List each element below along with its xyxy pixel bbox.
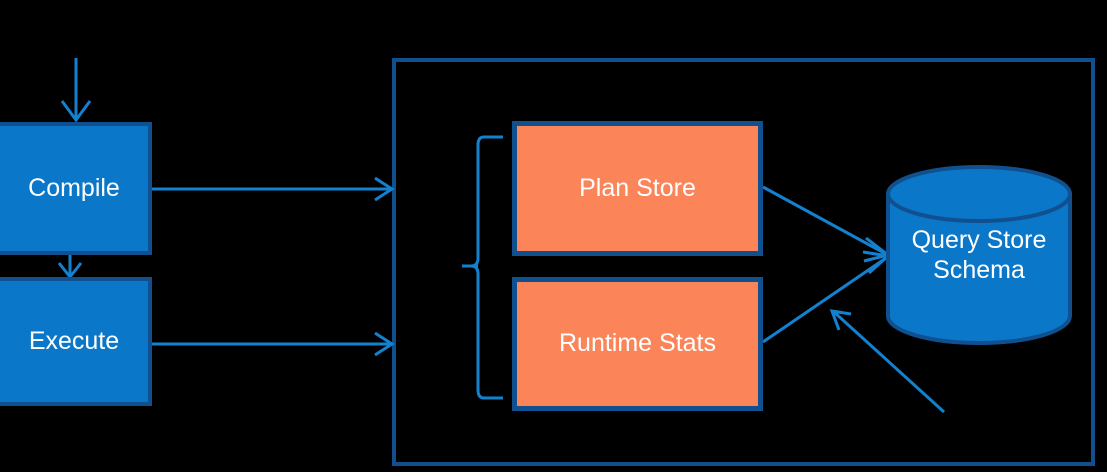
compile-label: Compile [28,173,120,202]
plan-store-label: Plan Store [579,173,696,202]
query-store-schema-label-line2: Schema [933,256,1025,284]
runtime-stats-label: Runtime Stats [558,329,716,358]
query-store-schema-label-line1: Query Store [911,226,1047,254]
compile-to-execute-arrow [57,255,83,280]
external-to-schema-arrow [829,309,946,414]
compile-to-container-arrow [152,176,395,202]
query-store-schema-node[interactable]: Query Store Schema [888,225,1070,285]
store-group-brace [462,135,503,400]
execute-label: Execute [28,326,120,355]
query-store-container-frame [392,58,1095,466]
execute-to-container-arrow [152,331,395,357]
query-store-schema-cylinder [886,165,1072,345]
plan-store-node[interactable]: Plan Store [512,121,763,256]
execute-node[interactable]: Execute [0,277,152,406]
input-to-compile-arrow [60,58,92,123]
runtime-stats-to-schema-arrow [762,250,892,344]
runtime-stats-node[interactable]: Runtime Stats [512,277,763,411]
plan-store-to-schema-arrow [762,185,892,263]
compile-node[interactable]: Compile [0,122,152,255]
